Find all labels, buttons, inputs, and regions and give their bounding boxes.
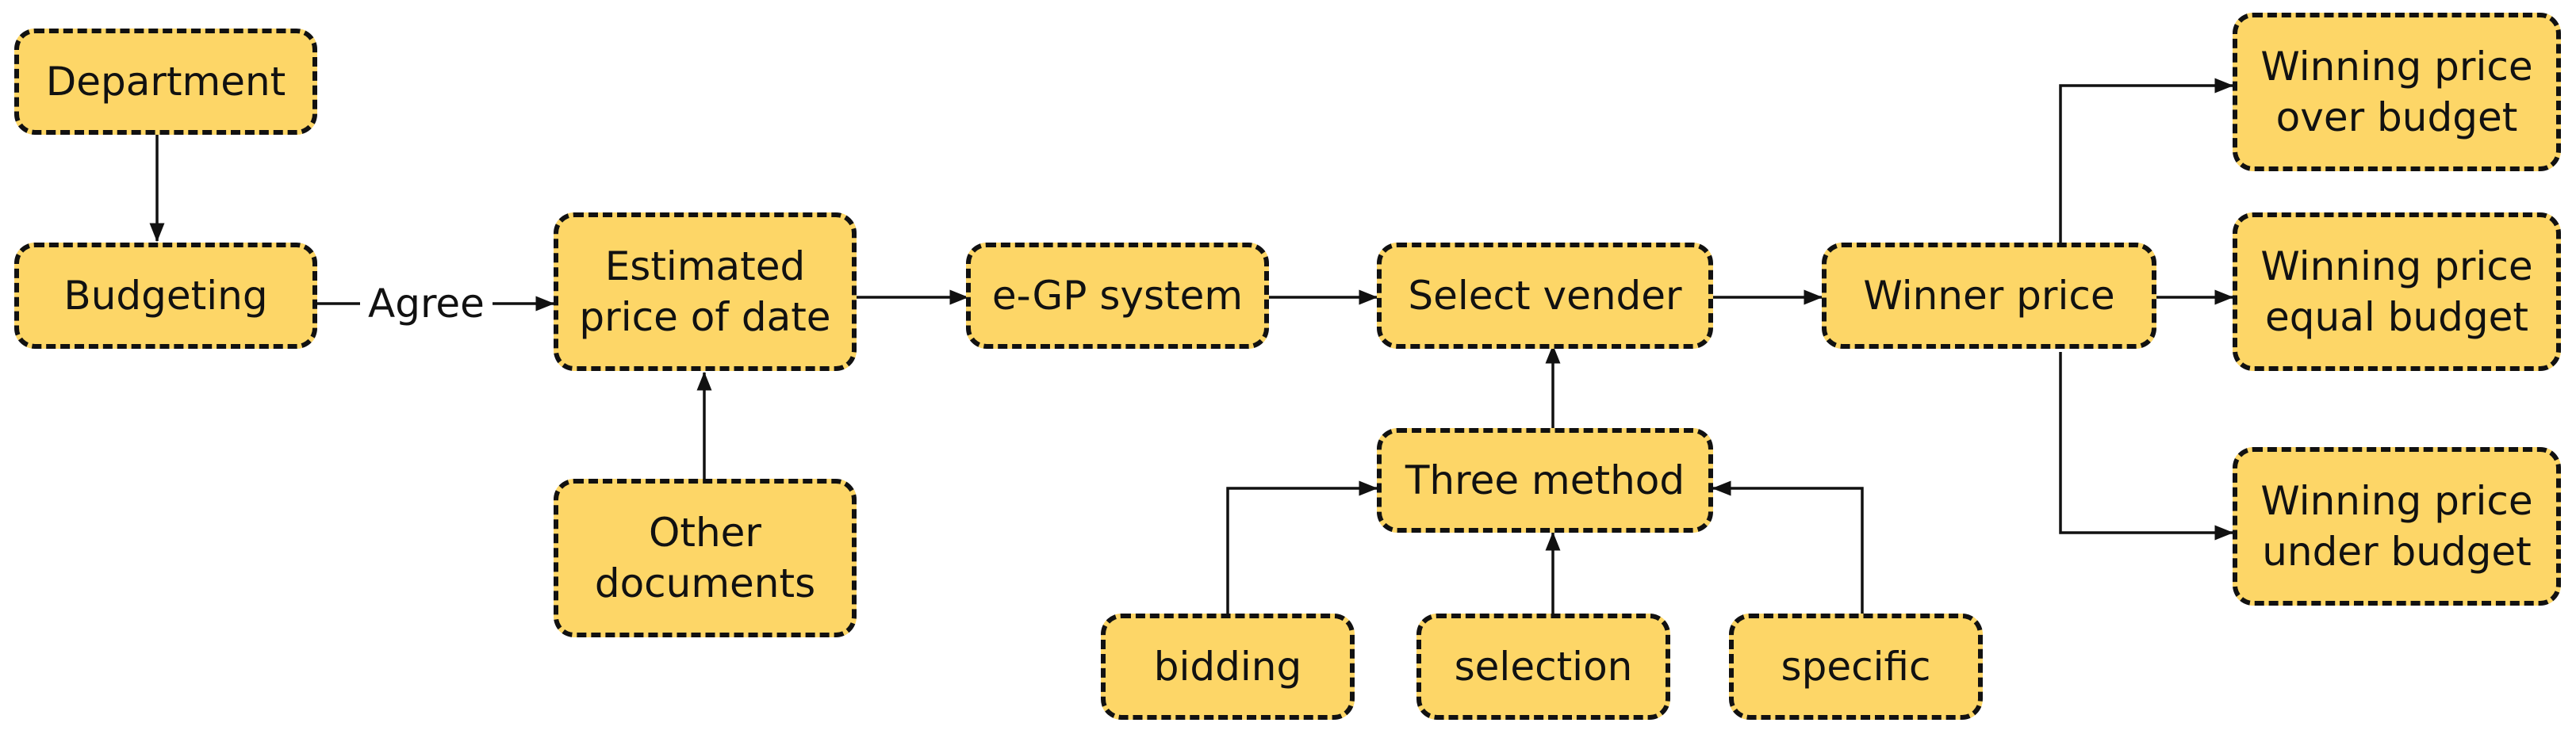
node-winning-over-budget: Winning price over budget [2233,13,2561,171]
node-other-documents: Other documents [554,479,857,637]
node-bidding: bidding [1101,614,1355,720]
node-egp-system: e-GP system [966,243,1269,349]
node-winning-equal-budget: Winning price equal budget [2233,212,2561,371]
node-estimated-price: Estimated price of date [554,212,857,371]
node-winner-price: Winner price [1822,243,2156,349]
node-selection: selection [1416,614,1670,720]
node-select-vender: Select vender [1377,243,1713,349]
node-three-method: Three method [1377,428,1713,533]
node-department: Department [14,29,317,135]
edge-winner-price-to-under-budget [2059,352,2234,541]
node-winning-under-budget: Winning price under budget [2233,447,2561,606]
edge-bidding-to-three-method [1226,480,1378,614]
node-specific: specific [1729,614,1983,720]
edge-specific-to-three-method [1712,480,1864,614]
edge-label-agree: Agree [360,281,493,326]
edge-winner-price-to-over-budget [2059,78,2234,243]
node-budgeting: Budgeting [14,243,317,349]
